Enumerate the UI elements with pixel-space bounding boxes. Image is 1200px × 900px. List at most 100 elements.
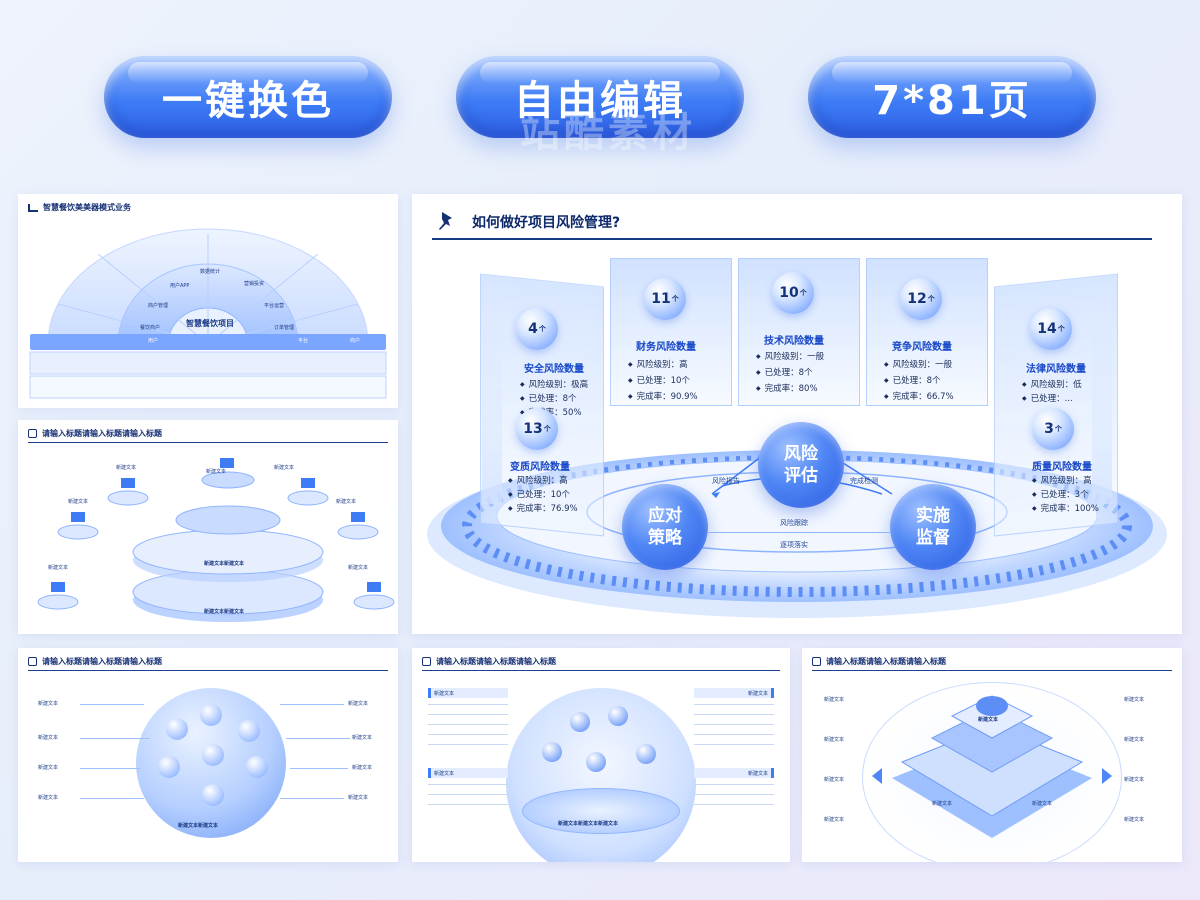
mini-sphere: [202, 784, 224, 806]
panel-line: 已处理：3个: [1032, 488, 1089, 500]
node-label: 新建文本: [352, 765, 373, 771]
pill-label: 一键换色: [162, 78, 334, 124]
mini-sphere: [202, 744, 224, 766]
slide-thumbnail-restaurant[interactable]: 智慧餐饮美美器模式业务 智慧餐饮项目 数据统计 营销投资 用户APP 平台运营 …: [18, 194, 398, 408]
node-label: 新建文本: [747, 691, 768, 697]
core-label: 新建文本新建文本: [204, 609, 245, 615]
document-icon: [812, 657, 821, 666]
connector-line: [280, 798, 344, 799]
risk-assessment-circle: 风险 评估: [758, 422, 844, 508]
title-rule: [812, 670, 1172, 671]
panel-line: 已处理：10个: [508, 488, 570, 500]
text-tab: [694, 768, 774, 778]
pill-gloss: [480, 62, 720, 84]
title-rule: [432, 238, 1152, 240]
node-label: 新建文本: [116, 465, 137, 471]
panel-line: 完成率：90.9%: [628, 390, 698, 402]
slide-title: 请输入标题请输入标题请输入标题: [812, 656, 946, 667]
node-label: 新建文本: [824, 697, 845, 703]
node-label: 新建文本: [824, 737, 845, 743]
bar-label: 用户: [148, 338, 159, 344]
mini-sphere: [166, 718, 188, 740]
document-icon: [28, 657, 37, 666]
document-icon: [28, 429, 37, 438]
title-rule: [422, 670, 780, 671]
mini-sphere: [570, 712, 590, 732]
core-label: 新建文本新建文本新建文本: [558, 821, 619, 827]
node-label: 新建文本: [352, 735, 373, 741]
panel-line: 已处理：8个: [520, 392, 577, 404]
panel-title: 安全风险数量: [524, 364, 584, 375]
panel-line: 完成率：80%: [756, 382, 818, 394]
slide-thumbnail-pyramid[interactable]: 请输入标题请输入标题请输入标题 新建文本 新建文本 新建文本 新建文本 新建文本…: [802, 648, 1182, 862]
text-block: [694, 704, 774, 754]
node-label: 新建文本: [1124, 817, 1145, 823]
text-tab: [428, 768, 508, 778]
slide-thumbnail-dome[interactable]: 请输入标题请输入标题请输入标题 新建文本新建文本新建文本 新建文本 新建文本 新…: [412, 648, 790, 862]
panel-line: 完成率：66.7%: [884, 390, 954, 402]
node-label: 商户管理: [148, 303, 169, 309]
panel-title: 财务风险数量: [636, 342, 696, 353]
panel-title: 技术风险数量: [764, 336, 824, 347]
connector-line: [286, 738, 350, 739]
mini-sphere: [158, 756, 180, 778]
node-label: 新建文本: [38, 765, 59, 771]
connector-line: [80, 704, 144, 705]
pill-label: 7*81页: [872, 78, 1032, 124]
pill-gloss: [832, 62, 1072, 84]
node-label: 新建文本: [206, 469, 227, 475]
slide-thumbnail-sphere[interactable]: 请输入标题请输入标题请输入标题 新建文本新建文本 新建文本 新建文本 新建文本 …: [18, 648, 398, 862]
node-label: 用户APP: [170, 283, 190, 289]
free-edit-pill[interactable]: 自由编辑: [456, 56, 744, 138]
node-label: 新建文本: [824, 817, 845, 823]
mini-sphere: [608, 706, 628, 726]
panel-line: 风险级别：高: [508, 474, 568, 486]
one-click-recolor-pill[interactable]: 一键换色: [104, 56, 392, 138]
restaurant-diagram: [29, 228, 387, 399]
text-block: [428, 704, 508, 754]
center-label: 智慧餐饮项目: [186, 319, 234, 328]
implementation-monitoring-circle: 实施 监督: [890, 484, 976, 570]
mini-sphere: [200, 704, 222, 726]
core-label: 新建文本新建文本: [204, 561, 245, 567]
arrow-label: 逐项落实: [780, 541, 808, 549]
title-rule: [28, 670, 388, 671]
connector-line: [80, 768, 140, 769]
node-label: 新建文本: [978, 717, 999, 723]
node-label: 新建文本: [48, 565, 69, 571]
slide-title: 请输入标题请输入标题请输入标题: [422, 656, 556, 667]
text-tab: [694, 688, 774, 698]
panel-line: 风险级别：高: [1032, 474, 1092, 486]
document-icon: [422, 657, 431, 666]
mini-sphere: [542, 742, 562, 762]
node-label: 新建文本: [38, 701, 59, 707]
node-label: 新建文本: [274, 465, 295, 471]
network-diagram: [37, 458, 395, 622]
node-label: 平台运营: [264, 303, 285, 309]
node-label: 数据统计: [200, 269, 221, 275]
node-label: 新建文本: [348, 565, 369, 571]
connector-line: [708, 532, 890, 533]
arrow-label: 风险报告: [712, 477, 740, 485]
slide-title: 智慧餐饮美美器模式业务: [28, 202, 131, 213]
panel-title: 质量风险数量: [1032, 462, 1092, 473]
node-label: 新建文本: [747, 771, 768, 777]
chart-icon: [28, 203, 38, 212]
panel-line: 已处理：10个: [628, 374, 690, 386]
panel-line: 完成率：76.9%: [508, 502, 578, 514]
pages-count-pill[interactable]: 7*81页: [808, 56, 1096, 138]
title-rule: [28, 442, 388, 443]
pyramid-diagram: [872, 695, 1112, 838]
connector-line: [280, 704, 344, 705]
dome-base: [522, 788, 680, 834]
panel-title: 法律风险数量: [1026, 364, 1086, 375]
slide-thumbnail-network[interactable]: 请输入标题请输入标题请输入标题 新建文本 新建文本 新建文本 新建文本 新建文本…: [18, 420, 398, 634]
node-label: 新建文本: [434, 771, 455, 777]
bar-label: 商户: [350, 338, 361, 344]
